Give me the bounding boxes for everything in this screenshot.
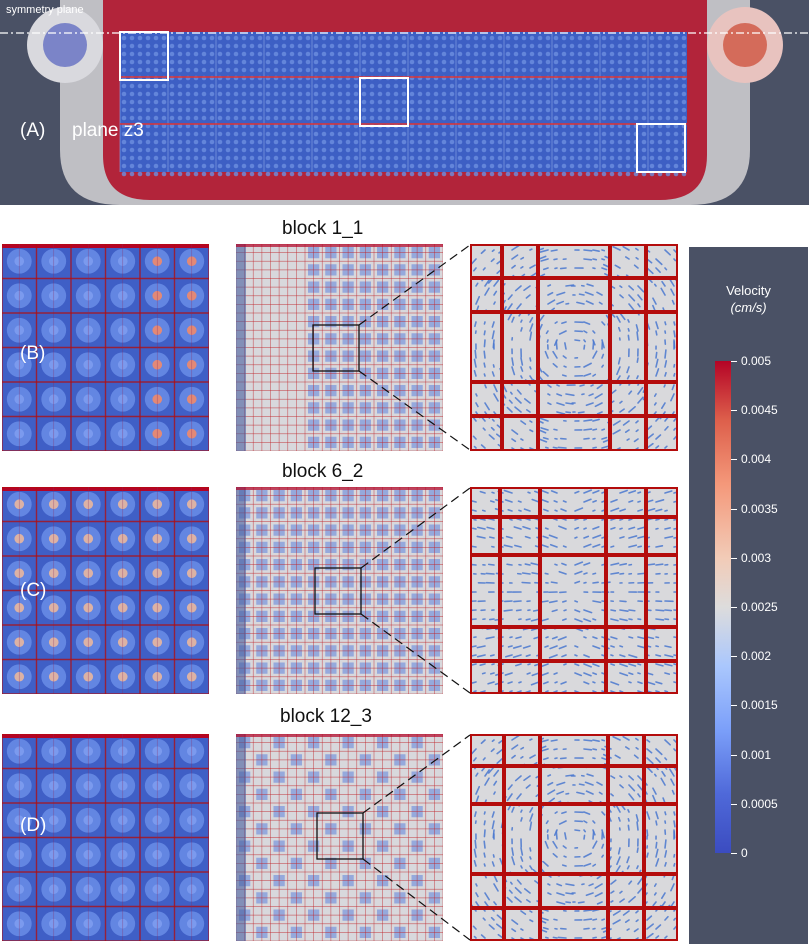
legend-tick-label: 0.0005 [741,796,778,811]
legend-tick-mark [731,459,737,461]
legend-tick-label: 0.0025 [741,600,778,614]
row-d-zoom-tile [470,734,678,941]
legend-tick-label: 0.003 [741,550,772,565]
row-b-label: (B) [20,343,46,364]
legend-tick-label: 0.0015 [741,698,778,713]
row-d-label: (D) [20,815,47,836]
legend-tick-mark [731,803,737,805]
legend-tick-label: 0.0035 [741,501,778,516]
legend-tick-mark [731,410,737,412]
panel-a-plane-view: symmetry plane (A) plane z3 [0,0,809,205]
zoom-box-d [316,812,364,860]
legend-color-bar [715,361,731,853]
row-b-detail-tile [236,244,443,451]
legend-tick-mark [731,607,737,608]
legend-tick-mark [731,656,737,658]
block-title-12-3: block 12_3 [280,706,372,727]
row-c-overview-tile [2,487,209,694]
legend-tick-mark [731,361,737,362]
legend-unit: (cm/s) [730,300,767,315]
highlight-block-12-3 [636,123,686,173]
zoom-box-c [314,567,362,615]
panel-a-label: (A) [20,120,46,141]
legend-tick-label: 0.001 [741,747,772,762]
row-d-overview-tile [2,734,209,941]
legend-tick-label: 0.004 [741,452,772,467]
block-title-1-1: block 1_1 [282,218,364,239]
legend-tick-label: 0.002 [741,649,772,664]
row-b-overview-tile [2,244,209,451]
row-d-detail-tile [236,734,443,941]
legend-tick-mark [731,853,737,854]
zoom-box-b [312,324,360,372]
legend-tick-mark [731,754,737,756]
legend-tick-mark [731,705,737,707]
row-c-detail-tile [236,487,443,694]
legend-tick-mark [731,557,737,559]
symmetry-plane-label: symmetry plane [6,4,84,16]
legend-title: Velocity [726,283,771,298]
plane-z3-render [0,0,809,205]
legend-tick-label: 0.0045 [741,403,778,418]
block-title-6-2: block 6_2 [282,461,364,482]
velocity-color-legend: Velocity (cm/s) 0.005 0.0045 0.004 0.0035 0.… [689,247,808,944]
row-b-zoom-tile [470,244,678,451]
row-c-zoom-tile [470,487,678,694]
row-c-label: (C) [20,580,47,601]
legend-tick-label: 0 [741,846,748,860]
highlight-block-1-1 [119,31,169,81]
highlight-block-6-2 [359,77,409,127]
plane-label: plane z3 [72,120,144,141]
legend-tick-label: 0.005 [741,354,772,368]
tube-bundle-grid [119,32,687,177]
legend-tick-mark [731,508,737,510]
